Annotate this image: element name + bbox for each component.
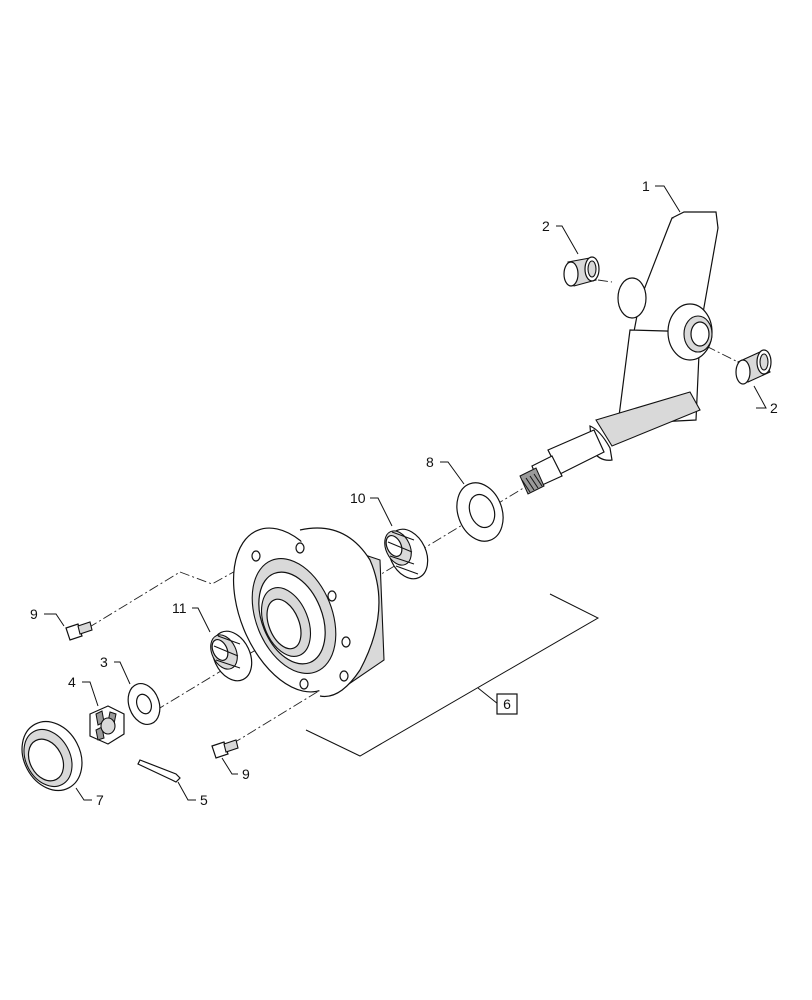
wheel-hub (232, 527, 385, 698)
callout-5: 5 (200, 792, 208, 808)
callout-2-upper: 2 (542, 218, 550, 234)
callout-1: 1 (642, 178, 650, 194)
outer-bearing (210, 630, 253, 682)
callout-labels: 1 2 2 8 10 11 3 4 9 9 7 5 (30, 178, 778, 808)
callout-11: 11 (172, 600, 187, 616)
castle-nut (89, 705, 125, 745)
hub-assembly-bracket: 6 (305, 593, 600, 757)
callout-10: 10 (350, 490, 366, 506)
callout-6-box (496, 693, 518, 715)
steering-knuckle (519, 211, 719, 495)
thrust-washer (127, 683, 161, 725)
callout-8: 8 (426, 454, 434, 470)
bushing-upper (563, 256, 600, 287)
wheel-bolt-lower (211, 739, 239, 759)
callout-3: 3 (100, 654, 108, 670)
callout-9-lower: 9 (242, 766, 250, 782)
seal-washer (456, 482, 504, 542)
callout-6: 6 (503, 696, 511, 712)
bushing-lower (735, 349, 772, 385)
callout-7: 7 (96, 792, 104, 808)
callout-4: 4 (68, 674, 76, 690)
callout-9-upper: 9 (30, 606, 38, 622)
dust-cap (21, 721, 83, 791)
cotter-pin (137, 759, 181, 783)
callout-2-lower: 2 (770, 400, 778, 416)
inner-bearing (384, 528, 429, 580)
wheel-bolt-upper (65, 621, 93, 641)
callout-leaders (44, 185, 767, 801)
